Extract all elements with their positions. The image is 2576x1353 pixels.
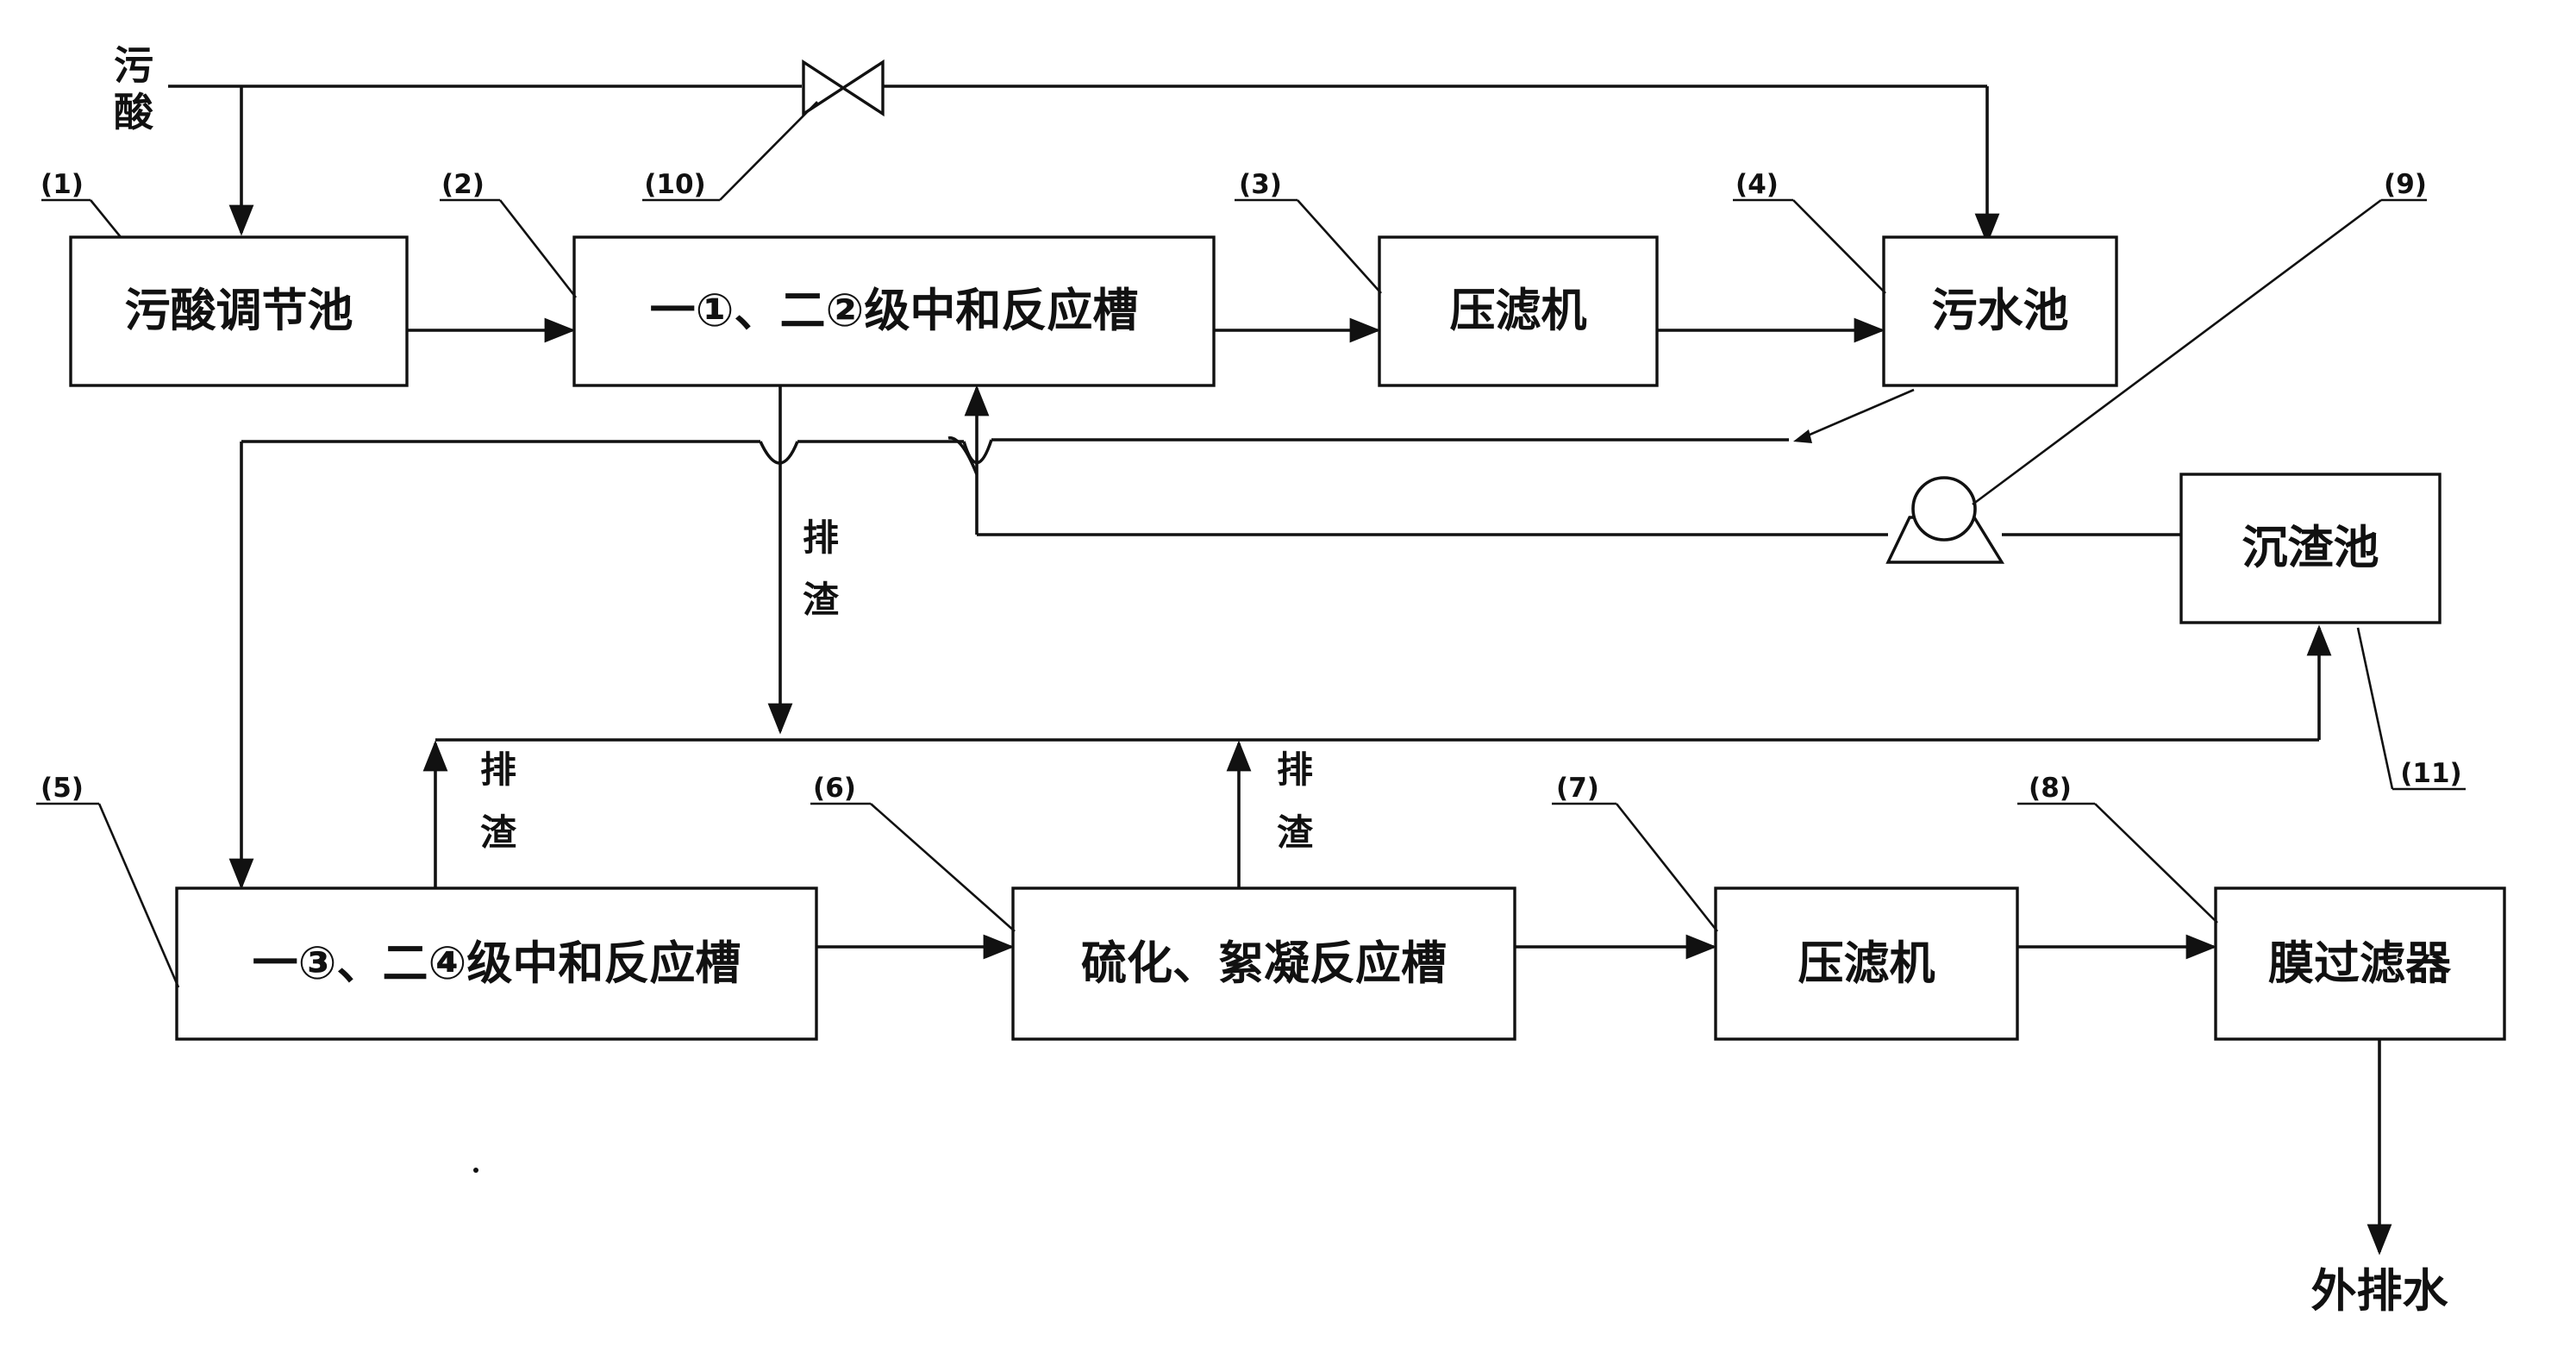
input-label-line1: 污 bbox=[114, 42, 153, 89]
ref-6: (6) bbox=[810, 773, 1016, 932]
valve-icon bbox=[802, 59, 885, 117]
box-sulfurization-flocculation-tank: 硫化、絮凝反应槽 bbox=[1011, 886, 1516, 1041]
box-filter-press-2: 压滤机 bbox=[1714, 886, 2019, 1041]
box-third-fourth-stage-neutralization-tank: 一③、二④级中和反应槽 bbox=[175, 886, 818, 1041]
top-feed-line bbox=[168, 85, 2000, 245]
ref-9-label: (9) bbox=[2384, 169, 2427, 200]
box-wastewater-tank: 污水池 bbox=[1882, 235, 2118, 387]
box-11-label: 沉渣池 bbox=[2242, 522, 2379, 574]
ref-2-label: (2) bbox=[441, 169, 485, 200]
ref-1: (1) bbox=[41, 169, 122, 238]
box-sediment-tank: 沉渣池 bbox=[2179, 473, 2442, 624]
return-line-sediment-to-neutralization bbox=[947, 385, 2181, 536]
stray-dot bbox=[473, 1168, 478, 1173]
slag-label-1-char2: 渣 bbox=[803, 579, 840, 621]
input-label-line2: 酸 bbox=[114, 89, 154, 135]
ref-5-label: (5) bbox=[41, 773, 84, 804]
box-first-second-stage-neutralization-tank: 一①、二②级中和反应槽 bbox=[572, 235, 1216, 387]
ref-3-label: (3) bbox=[1239, 169, 1282, 200]
box-7-label: 压滤机 bbox=[1798, 937, 1935, 990]
ref-11: (11) bbox=[2356, 627, 2466, 791]
box-sewage-acid-regulating-tank: 污酸调节池 bbox=[69, 235, 409, 387]
ref-6-label: (6) bbox=[813, 773, 856, 804]
wastewater-to-stage3-line bbox=[228, 388, 1915, 890]
ref-2: (2) bbox=[440, 169, 578, 298]
ref-5: (5) bbox=[36, 773, 180, 988]
slag-label-3-char1: 排 bbox=[1277, 749, 1313, 791]
box-5-label: 一③、二④级中和反应槽 bbox=[253, 937, 741, 990]
ref-7-label: (7) bbox=[1556, 773, 1599, 804]
ref-7: (7) bbox=[1552, 773, 1719, 932]
ref-11-label: (11) bbox=[2400, 758, 2461, 789]
box-8-label: 膜过滤器 bbox=[2268, 937, 2452, 990]
ref-4-label: (4) bbox=[1735, 169, 1779, 200]
box-6-label: 硫化、絮凝反应槽 bbox=[1081, 937, 1447, 990]
ref-3: (3) bbox=[1235, 169, 1382, 294]
box-4-label: 污水池 bbox=[1932, 285, 2069, 337]
slag-label-3-char2: 渣 bbox=[1277, 811, 1314, 854]
ref-10-label: (10) bbox=[644, 169, 705, 200]
ref-1-label: (1) bbox=[41, 169, 84, 200]
slag-label-2-char2: 渣 bbox=[480, 811, 517, 854]
pump-icon bbox=[1885, 476, 2005, 564]
slag-label-2-char1: 排 bbox=[480, 749, 516, 791]
slag-label-1-char1: 排 bbox=[803, 517, 839, 559]
ref-9: (9) bbox=[1972, 169, 2427, 506]
box-1-label: 污酸调节池 bbox=[125, 285, 353, 337]
ref-4: (4) bbox=[1733, 169, 1886, 294]
box-2-label: 一①、二②级中和反应槽 bbox=[650, 285, 1139, 337]
box-3-label: 压滤机 bbox=[1450, 285, 1587, 337]
discharge-label: 外排水 bbox=[2311, 1265, 2449, 1318]
slag-header-line bbox=[435, 624, 2332, 742]
box-membrane-filter: 膜过滤器 bbox=[2214, 886, 2506, 1041]
ref-8: (8) bbox=[2017, 773, 2218, 924]
ref-10: (10) bbox=[642, 101, 818, 202]
box-filter-press-1: 压滤机 bbox=[1378, 235, 1659, 387]
ref-8-label: (8) bbox=[2029, 773, 2072, 804]
